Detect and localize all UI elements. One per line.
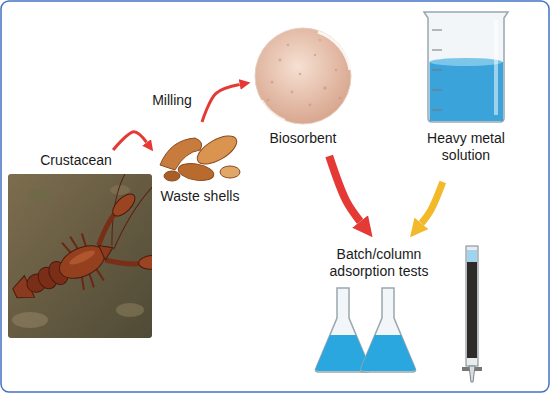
illustration-node: Biosorbent xyxy=(250,26,360,156)
node-label: Heavy metal solution xyxy=(410,130,522,164)
illustration-node: Waste shells xyxy=(155,122,249,214)
process-arrow xyxy=(202,84,240,122)
beaker-picture xyxy=(424,12,508,122)
column-picture xyxy=(462,246,482,382)
illustration-node: Batch/column adsorption tests xyxy=(312,238,492,386)
crayfish-photo xyxy=(8,174,152,338)
node-label: Waste shells xyxy=(155,188,245,205)
node-label: Crustacean xyxy=(16,152,136,169)
process-arrow xyxy=(421,182,442,223)
illustration-node: Crustacean xyxy=(8,150,154,338)
flasks-picture xyxy=(315,288,415,372)
illustration-node: Heavy metal solution xyxy=(408,8,524,182)
step-label: Milling xyxy=(150,92,194,109)
process-arrow xyxy=(113,132,146,150)
node-label: Biosorbent xyxy=(250,130,356,147)
waste-shells-picture xyxy=(160,130,241,183)
process-arrow xyxy=(329,156,360,221)
biosorbent-powder xyxy=(255,28,351,124)
node-label: Batch/column adsorption tests xyxy=(318,246,440,280)
